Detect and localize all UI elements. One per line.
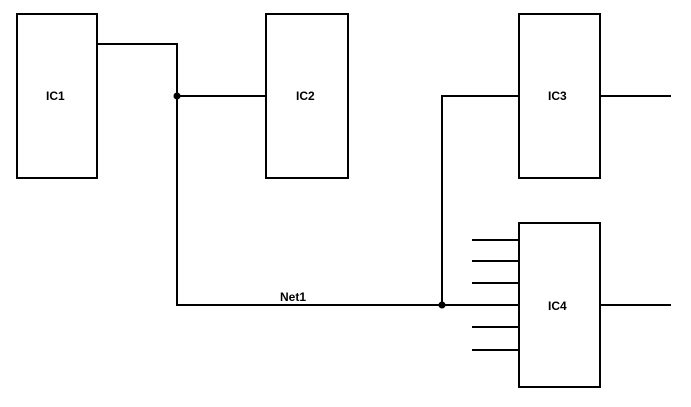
ic2-body [265, 13, 349, 179]
ic4-label: IC4 [548, 299, 567, 313]
ic2-label: IC2 [296, 89, 315, 103]
wires [96, 43, 671, 351]
ic3-body [518, 13, 601, 179]
component-ic2[interactable]: IC2 [265, 13, 349, 179]
component-ic3[interactable]: IC3 [518, 13, 601, 179]
ic3-label: IC3 [548, 89, 567, 103]
junction-dot-ic2 [173, 92, 181, 100]
ic4-body [518, 222, 601, 388]
component-ic4[interactable]: IC4 [518, 222, 601, 388]
net1-label: Net1 [280, 290, 306, 304]
component-ic1[interactable]: IC1 [16, 13, 98, 179]
wire-to-ic3 [441, 95, 520, 306]
junction-dot-net1 [438, 301, 446, 309]
ic1-body [16, 13, 98, 179]
ic1-label: IC1 [46, 89, 65, 103]
wire-ic1-out [96, 43, 178, 97]
